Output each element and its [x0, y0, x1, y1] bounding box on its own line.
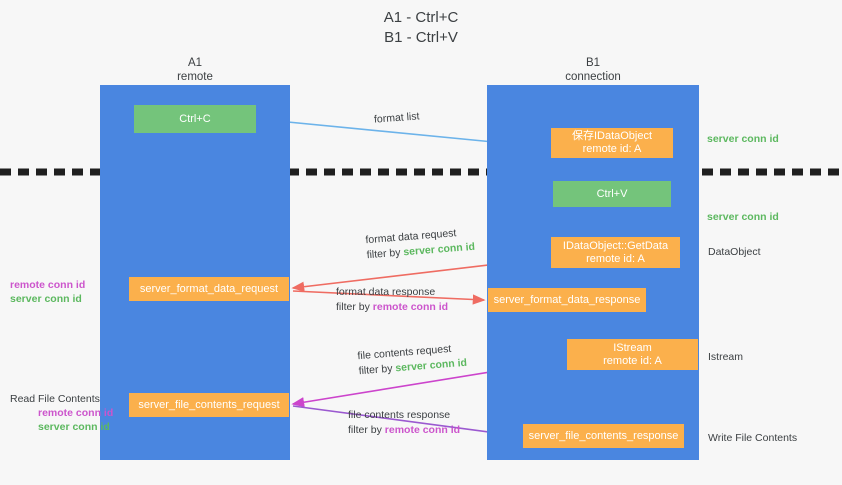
title-line-2: B1 - Ctrl+V — [384, 29, 458, 46]
filter-target-remote-conn-id: remote conn id — [384, 424, 461, 436]
edge-label-file-contents-response: file contents response filter by remote … — [348, 408, 460, 438]
node-server-file-contents-request-label: server_file_contents_request — [138, 398, 280, 411]
node-save-idataobject-label: 保存IDataObject — [571, 130, 653, 142]
node-server-format-data-request[interactable]: server_format_data_request — [129, 277, 289, 301]
node-server-file-contents-response[interactable]: server_file_contents_response — [523, 424, 684, 448]
node-idataobject-getdata[interactable]: IDataObject::GetData remote id: A — [551, 237, 680, 268]
lane-b1-subtitle: connection — [565, 71, 621, 83]
annotation-dataobject: DataObject — [708, 246, 761, 258]
node-server-format-data-request-label: server_format_data_request — [139, 282, 279, 295]
filter-prefix: filter by — [358, 362, 396, 378]
edge-label-format-data-response-text: format data response — [336, 286, 436, 298]
annotation-conn-ids-middle: remote conn id server conn id — [10, 278, 85, 306]
annotation-remote-conn-id: remote conn id — [10, 279, 86, 291]
annotation-server-conn-id: server conn id — [38, 421, 110, 433]
edge-label-file-contents-response-text: file contents response — [348, 409, 451, 421]
node-ctrl-v-label: Ctrl+V — [596, 187, 628, 200]
filter-prefix: filter by — [336, 301, 373, 313]
node-istream[interactable]: IStream remote id: A — [567, 339, 698, 370]
node-ctrl-v[interactable]: Ctrl+V — [553, 181, 671, 207]
node-server-file-contents-request[interactable]: server_file_contents_request — [129, 393, 289, 417]
lane-a1-name: A1 — [187, 57, 203, 69]
annotation-istream: Istream — [708, 351, 744, 363]
lane-b1-name: B1 — [585, 57, 601, 69]
edge-label-file-contents-response-filter: filter by remote conn id — [348, 423, 460, 438]
lane-header-a1: A1 remote — [100, 56, 290, 84]
node-server-file-contents-response-label: server_file_contents_response — [528, 429, 679, 442]
node-server-format-data-response-label: server_format_data_response — [493, 293, 641, 306]
annotation-server-conn-id: server conn id — [10, 293, 82, 305]
arrow-file-contents-response — [292, 405, 521, 440]
filter-prefix: filter by — [366, 246, 404, 262]
node-server-format-data-response[interactable]: server_format_data_response — [488, 288, 646, 312]
filter-prefix: filter by — [348, 424, 385, 436]
node-save-idataobject-remote-id: remote id: A — [582, 143, 642, 155]
lane-a1-subtitle: remote — [177, 71, 213, 83]
filter-target-remote-conn-id: remote conn id — [372, 301, 449, 313]
page-title: A1 - Ctrl+C B1 - Ctrl+V — [0, 8, 842, 48]
annotation-read-file-contents: Read File Contents — [10, 393, 100, 405]
annotation-remote-conn-id: remote conn id — [38, 407, 114, 419]
annotation-write-file-contents: Write File Contents — [708, 432, 798, 444]
node-getdata-label: IDataObject::GetData — [562, 239, 669, 252]
edge-label-format-data-response-filter: filter by remote conn id — [336, 300, 448, 315]
node-getdata-remote-id: remote id: A — [586, 252, 645, 265]
node-ctrl-c-label: Ctrl+C — [179, 112, 211, 125]
arrow-format-data-response — [292, 290, 486, 305]
node-istream-remote-id: remote id: A — [603, 354, 662, 367]
lane-header-b1: B1 connection — [487, 56, 699, 84]
annotation-server-conn-id-mid: server conn id — [707, 211, 779, 223]
node-save-idataobject[interactable]: 保存IDataObject remote id: A — [551, 128, 673, 158]
node-ctrl-c[interactable]: Ctrl+C — [134, 105, 256, 133]
node-istream-label: IStream — [613, 341, 652, 354]
edge-label-format-data-response: format data response filter by remote co… — [336, 285, 448, 315]
annotation-read-file-contents-group: Read File Contents remote conn id server… — [10, 392, 113, 434]
annotation-server-conn-id-top: server conn id — [707, 133, 779, 145]
title-line-1: A1 - Ctrl+C — [383, 9, 459, 26]
